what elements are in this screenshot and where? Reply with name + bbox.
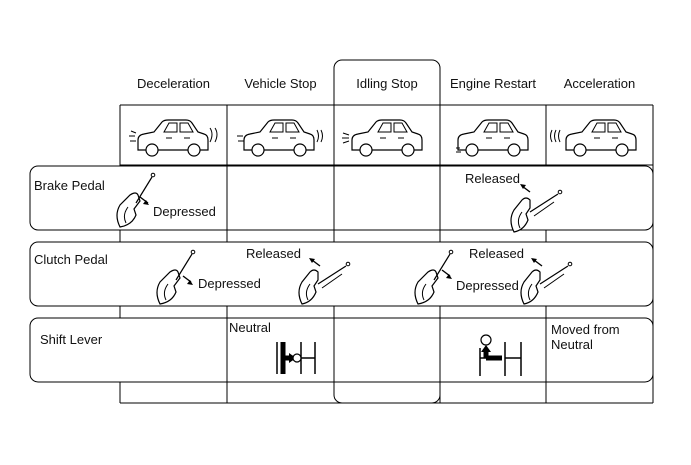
- clutch-released-label-2: Released: [469, 246, 524, 261]
- brake-depressed-label: Depressed: [153, 204, 216, 219]
- shift-row-band: [29, 317, 654, 383]
- foot-pedal-icon-clutch-depressed-2: [414, 249, 454, 305]
- column-header-vehicle-stop: Vehicle Stop: [244, 76, 317, 91]
- foot-pedal-icon-clutch-released-2: [520, 258, 573, 305]
- shift-moved-label: Moved from Neutral: [551, 322, 620, 352]
- column-header-idling-stop: Idling Stop: [356, 76, 418, 91]
- row-label-shift-lever: Shift Lever: [40, 332, 103, 347]
- column-header-deceleration: Deceleration: [137, 76, 210, 91]
- car-icon-deceleration: [129, 119, 218, 157]
- brake-released-label: Released: [465, 171, 520, 186]
- clutch-depressed-label-1: Depressed: [198, 276, 261, 291]
- row-label-brake-pedal: Brake Pedal: [34, 178, 105, 193]
- foot-pedal-icon-brake-depressed: [116, 172, 156, 228]
- clutch-released-label-1: Released: [246, 246, 301, 261]
- row-label-clutch-pedal: Clutch Pedal: [34, 252, 108, 267]
- shift-neutral-label: Neutral: [229, 320, 271, 335]
- foot-pedal-icon-brake-released: [510, 184, 563, 233]
- foot-pedal-icon-clutch-depressed-1: [156, 249, 196, 305]
- shift-pattern-icon-moved: [479, 334, 522, 376]
- brake-row-band: [29, 165, 654, 231]
- idling-stop-column-frame: [333, 59, 441, 404]
- car-icon-vehicle-stop: [237, 119, 323, 157]
- car-icon-idling-stop: [342, 119, 423, 157]
- foot-pedal-icon-clutch-released-1: [298, 258, 351, 305]
- car-icon-engine-restart: [456, 119, 529, 157]
- column-header-acceleration: Acceleration: [563, 76, 636, 91]
- clutch-depressed-label-2: Depressed: [456, 278, 519, 293]
- shift-pattern-icon-neutral: [276, 342, 316, 374]
- car-icon-acceleration: [550, 119, 637, 157]
- column-header-engine-restart: Engine Restart: [450, 76, 536, 91]
